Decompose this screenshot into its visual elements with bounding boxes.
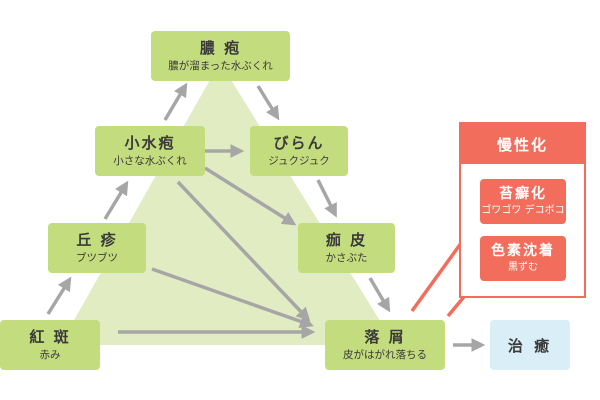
chronic-item-shikiso: 色素沈着 黒ずむ xyxy=(480,236,566,281)
chronic-item-tairsenka-title: 苔癬化 xyxy=(499,186,547,202)
node-kohan-desc: 赤み xyxy=(39,348,61,361)
node-kahi-desc: かさぶた xyxy=(325,251,368,264)
node-shosuiho-desc: 小さな水ぶくれ xyxy=(113,154,187,167)
node-chiyu-title: 治 癒 xyxy=(507,336,553,355)
node-kahi: 痂 皮 かさぶた xyxy=(298,223,395,273)
node-kahi-title: 痂 皮 xyxy=(325,230,368,249)
node-biran: びらん ジュクジュク xyxy=(250,126,348,176)
arrow-kohan-to-kyushin xyxy=(46,276,72,315)
node-kohan: 紅 斑 赤み xyxy=(0,320,100,370)
node-kyushin-desc: ブツブツ xyxy=(76,251,118,264)
arrow-noho-to-biran xyxy=(256,85,280,121)
arrow-shosuiho-to-kahi xyxy=(204,166,297,226)
chronic-panel: 慢性化 苔癬化 ゴワゴワ デコボコ 色素沈着 黒ずむ xyxy=(459,122,586,298)
chronic-panel-title: 慢性化 xyxy=(461,124,584,164)
chronic-item-shikiso-desc: 黒ずむ xyxy=(508,262,538,273)
chronic-item-shikiso-title: 色素沈着 xyxy=(491,243,555,259)
arrow-shosuiho-to-noho xyxy=(163,82,188,121)
node-kohan-title: 紅 斑 xyxy=(29,327,71,346)
node-noho-desc: 膿が溜まった水ぶくれ xyxy=(168,59,273,72)
node-chiyu: 治 癒 xyxy=(490,320,570,370)
arrow-shosuiho-to-rakusetsu xyxy=(176,180,311,322)
node-noho: 膿 疱 膿が溜まった水ぶくれ xyxy=(151,31,290,81)
arrow-kahi-to-rakusetsu xyxy=(368,277,391,313)
node-shosuiho: 小水疱 小さな水ぶくれ xyxy=(95,126,205,176)
chronic-item-tairsenka: 苔癬化 ゴワゴワ デコボコ xyxy=(480,179,566,224)
arrow-biran-to-kahi xyxy=(316,179,337,218)
progression-triangle xyxy=(60,62,395,345)
node-kyushin: 丘 疹 ブツブツ xyxy=(48,223,146,273)
node-biran-title: びらん xyxy=(273,133,325,152)
node-biran-desc: ジュクジュク xyxy=(268,154,330,167)
arrow-kyushin-to-shosuiho xyxy=(103,180,129,220)
node-noho-title: 膿 疱 xyxy=(199,38,242,57)
node-rakusetsu-desc: 皮がはがれ落ちる xyxy=(343,348,427,361)
chronic-item-tairsenka-desc: ゴワゴワ デコボコ xyxy=(481,205,565,216)
node-rakusetsu: 落 屑 皮がはがれ落ちる xyxy=(325,320,445,370)
arrow-kyushin-to-rakusetsu xyxy=(151,267,314,329)
node-kyushin-title: 丘 疹 xyxy=(76,230,118,249)
node-rakusetsu-title: 落 屑 xyxy=(364,327,406,346)
node-shosuiho-title: 小水疱 xyxy=(124,133,176,152)
